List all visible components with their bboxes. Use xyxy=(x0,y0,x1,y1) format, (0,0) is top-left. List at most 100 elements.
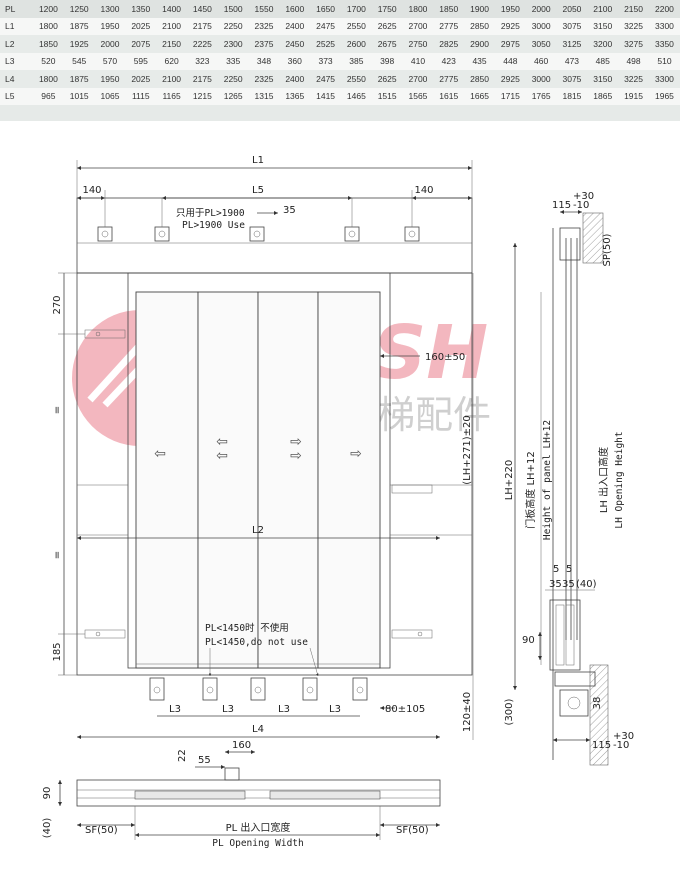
table-cell: 485 xyxy=(587,52,619,70)
table-cell: 1565 xyxy=(402,87,434,105)
note-only-pl1900-cn: 只用于PL>1900 xyxy=(176,208,245,219)
table-cell: 2150 xyxy=(156,35,187,53)
header-bolt xyxy=(344,226,360,242)
table-cell: 2325 xyxy=(248,17,280,35)
arrow-right-icon: ⇨ xyxy=(290,434,302,450)
header-bolt xyxy=(404,226,420,242)
table-cell: 510 xyxy=(648,52,680,70)
left-dimensions: 270 = = 185 xyxy=(52,272,85,676)
dim-5-a: 5 xyxy=(553,564,559,575)
table-cell: 1215 xyxy=(186,87,218,105)
table-cell: 335 xyxy=(217,52,249,70)
table-cell: 2075 xyxy=(125,35,157,53)
dim-l4: L4 xyxy=(252,724,264,735)
table-cell: 1315 xyxy=(248,87,280,105)
table-header-cell: 1250 xyxy=(63,0,95,18)
table-cell: 3150 xyxy=(587,70,619,88)
table-cell: 1950 xyxy=(94,70,126,88)
table-cell: 1925 xyxy=(63,35,95,53)
table-cell: 2550 xyxy=(340,17,372,35)
table-cell: 498 xyxy=(618,52,649,70)
table-cell: 1875 xyxy=(63,17,95,35)
front-right-dimensions: 160±50 (LH+271)±20 120±40 80±105 xyxy=(380,273,474,740)
dim-22: 22 xyxy=(177,749,188,762)
table-cell: 2375 xyxy=(248,35,280,53)
table-header-cell: 1350 xyxy=(125,0,157,18)
table-header-cell: 2000 xyxy=(525,0,557,18)
dim-sp50: SP(50) xyxy=(602,233,613,266)
door-header: L1 140 140 L5 35 只用于PL>1900 PL>1900 Use xyxy=(76,155,473,274)
table-cell: 2400 xyxy=(279,17,311,35)
dim-door-panel-cn: 门板高度 LH+12 xyxy=(524,451,537,528)
table-cell: 2550 xyxy=(340,70,372,88)
table-cell: 3125 xyxy=(556,35,588,53)
table-header-cell: 1400 xyxy=(156,0,187,18)
table-cell: 2925 xyxy=(494,17,526,35)
table-header-cell: 1200 xyxy=(33,0,64,18)
table-cell: 460 xyxy=(525,52,557,70)
dim-90-side: 90 xyxy=(522,635,535,646)
dim-35-a: 35 xyxy=(549,579,562,590)
table-cell: 1415 xyxy=(310,87,341,105)
note-only-pl1900-en: PL>1900 Use xyxy=(182,220,245,231)
dim-pl-cn: PL 出入口宽度 xyxy=(226,821,291,834)
dim-185: 185 xyxy=(52,642,63,661)
table-cell: 545 xyxy=(63,52,95,70)
dim-lh-cn: LH 出入口高度 xyxy=(597,447,610,513)
note-pl1450-en: PL<1450,do not use xyxy=(205,637,308,648)
dim-tol-plus-top: +30 xyxy=(573,191,594,202)
header-bolt xyxy=(97,226,113,242)
dim-40-plan: (40) xyxy=(42,818,53,839)
dim-35-b: 35 xyxy=(562,579,575,590)
hanger xyxy=(250,677,266,701)
table-cell: 323 xyxy=(186,52,218,70)
table-header-cell: 1300 xyxy=(94,0,126,18)
table-cell: 3225 xyxy=(618,17,649,35)
dim-tol-plus-bottom: +30 xyxy=(613,731,634,742)
table-cell: 3200 xyxy=(587,35,619,53)
table-cell: 2025 xyxy=(125,70,157,88)
dim-55: 55 xyxy=(198,755,211,766)
table-cell: 595 xyxy=(125,52,157,70)
table-cell: 373 xyxy=(310,52,341,70)
arrow-right-icon: ⇨ xyxy=(350,446,362,462)
table-cell: 1265 xyxy=(217,87,249,105)
table-cell: 2925 xyxy=(494,70,526,88)
table-cell: 2300 xyxy=(217,35,249,53)
header-bolt xyxy=(154,226,170,242)
table-cell: 2175 xyxy=(186,70,218,88)
table-cell: 1865 xyxy=(587,87,619,105)
table-cell: 435 xyxy=(464,52,495,70)
dim-270: 270 xyxy=(52,295,63,314)
table-header-cell: 2200 xyxy=(648,0,680,18)
table-cell: 1800 xyxy=(33,70,64,88)
arrow-left-icon: ⇦ xyxy=(216,434,228,450)
table-cell: 2400 xyxy=(279,70,311,88)
dim-90-plan: 90 xyxy=(42,787,53,800)
table-cell: 1765 xyxy=(525,87,557,105)
table-cell: 1875 xyxy=(63,70,95,88)
table-header-cell: 1800 xyxy=(402,0,434,18)
table-cell: 448 xyxy=(494,52,526,70)
table-cell: 2750 xyxy=(402,35,434,53)
table-cell: 1915 xyxy=(618,87,649,105)
table-cell: 423 xyxy=(433,52,465,70)
table-row-label: L3 xyxy=(0,52,33,70)
table-header-cell: 1550 xyxy=(248,0,280,18)
table-cell: 520 xyxy=(33,52,64,70)
table-cell: 473 xyxy=(556,52,588,70)
table-cell: 2100 xyxy=(156,70,187,88)
table-cell: 410 xyxy=(402,52,434,70)
table-cell: 570 xyxy=(94,52,126,70)
door-panels: ⇦ ⇦ ⇦ ⇨ ⇨ ⇨ L2 PL<1450时 不使用 PL<1450,do n… xyxy=(77,291,440,677)
dim-l3-4: L3 xyxy=(329,704,341,715)
table-cell: 2225 xyxy=(186,35,218,53)
arrow-left-icon: ⇦ xyxy=(154,446,166,462)
dim-160-50: 160±50 xyxy=(425,352,465,363)
table-cell: 1465 xyxy=(340,87,372,105)
dim-38: 38 xyxy=(592,697,603,710)
table-cell: 3075 xyxy=(556,70,588,88)
